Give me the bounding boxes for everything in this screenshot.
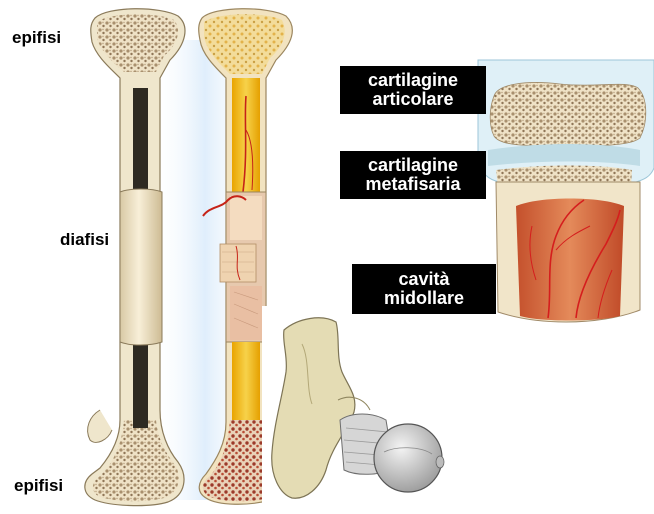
tag-line: cartilagine — [368, 71, 458, 90]
medullary-cavity-tag: cavità midollare — [352, 264, 496, 314]
tag-line: cavità — [398, 270, 449, 289]
tag-line: cartilagine — [368, 156, 458, 175]
epiphysis-bottom-label: epifisi — [14, 476, 63, 496]
epiphysis-top-label: epifisi — [12, 28, 61, 48]
tag-line: midollare — [384, 289, 464, 308]
metaphyseal-cartilage-tag: cartilagine metafisaria — [340, 151, 486, 199]
tag-line: metafisaria — [365, 175, 460, 194]
tag-line: articolare — [372, 90, 453, 109]
hip-joint-illustration — [262, 306, 462, 514]
articular-cartilage-tag: cartilagine articolare — [340, 66, 486, 114]
diaphysis-label: diafisi — [60, 230, 109, 250]
epiphysis-detail — [478, 60, 654, 322]
